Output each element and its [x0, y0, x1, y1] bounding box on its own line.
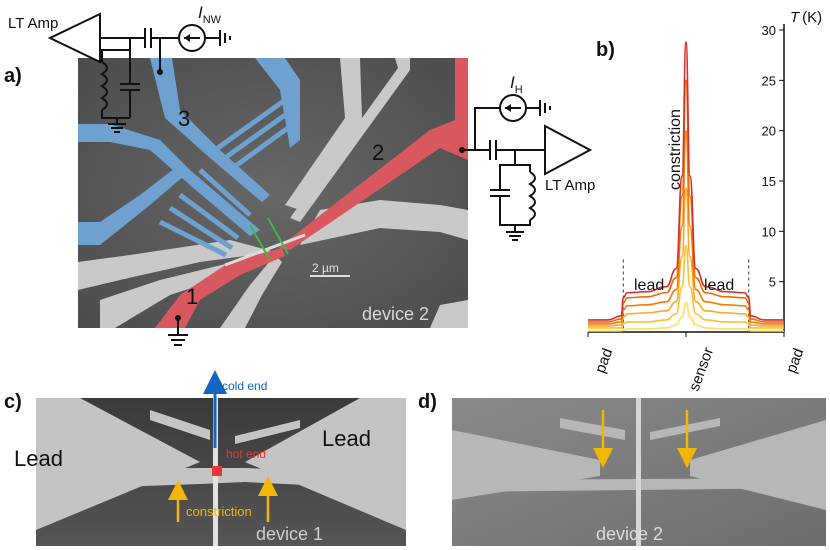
chart-ylabel: T(K) — [790, 9, 822, 26]
panel-d-letter: d) — [418, 391, 437, 413]
panel-c-letter: c) — [4, 391, 22, 413]
xtick-pad-left: pad — [592, 346, 617, 375]
panel-d-device-label: device 2 — [596, 524, 663, 544]
y-tick-label: 30 — [762, 23, 776, 38]
cold-end-label: cold end — [222, 379, 267, 393]
left-amp-label: LT Amp — [8, 15, 58, 32]
temperature-series-5 — [588, 41, 784, 321]
electrode-3-label: 3 — [178, 106, 190, 131]
hot-end-marker — [212, 466, 222, 476]
panel-a-letter: a) — [4, 65, 22, 87]
current-h-label: IH — [510, 73, 523, 96]
panel-d-leads — [452, 418, 826, 510]
annotation-constriction: constriction — [667, 109, 684, 190]
xtick-sensor: sensor — [686, 345, 717, 393]
temperature-series-2 — [588, 187, 784, 327]
panel-a-green-mark-2 — [267, 217, 289, 255]
panel-c: c) cold end hot end Lead Lead constricti… — [4, 370, 406, 546]
panel-a-sem-image — [78, 58, 468, 328]
constriction-label: constriction — [186, 504, 252, 519]
electrode-1-label: 1 — [186, 284, 198, 309]
panel-a-device-label: device 2 — [362, 304, 429, 324]
electrode-1-ground — [168, 315, 188, 346]
left-amp-circuit: LT Amp INW — [8, 3, 231, 133]
scalebar-label: 2 µm — [312, 261, 339, 275]
left-inductor-icon — [100, 61, 108, 111]
xtick-pad-right: pad — [783, 346, 808, 375]
temperature-series-0 — [588, 302, 784, 332]
panel-b-letter: b) — [596, 39, 615, 61]
right-inductor-icon — [528, 171, 536, 221]
y-tick-label: 10 — [762, 224, 776, 239]
temperature-series-4 — [588, 79, 784, 323]
temperature-profile-chart: 5 10 15 20 25 30 — [587, 23, 785, 337]
current-nw-label: INW — [198, 3, 222, 26]
right-amp-label: LT Amp — [545, 177, 595, 194]
lead-right-label: Lead — [322, 426, 371, 451]
annotation-lead-right: lead — [704, 277, 734, 294]
panel-d: d) device 2 — [418, 391, 826, 546]
panel-b: b) 5 10 15 20 25 30 T(K) constriction lead le… — [587, 9, 822, 393]
panel-a: a) — [4, 3, 595, 346]
panel-c-device-label: device 1 — [256, 524, 323, 544]
panel-a-green-mark-1 — [249, 224, 271, 261]
panel-a-electrode-red — [155, 58, 468, 328]
annotation-lead-left: lead — [634, 277, 664, 294]
panel-d-nanowire — [636, 398, 641, 546]
temperature-series-1 — [587, 244, 784, 329]
y-tick-label: 15 — [762, 174, 776, 189]
y-tick-label: 20 — [762, 124, 776, 139]
y-tick-label: 5 — [769, 275, 776, 290]
temperature-series-3 — [588, 129, 784, 325]
panel-a-electrode-3 — [78, 58, 300, 258]
lead-left-label: Lead — [14, 446, 63, 471]
right-amp-circuit: LT Amp IH — [459, 73, 595, 241]
y-tick-label: 25 — [762, 73, 776, 88]
panel-c-leads — [36, 398, 406, 530]
right-amp-triangle-icon — [544, 124, 593, 176]
electrode-2-label: 2 — [372, 140, 384, 165]
hot-end-label: hot end — [226, 447, 266, 461]
